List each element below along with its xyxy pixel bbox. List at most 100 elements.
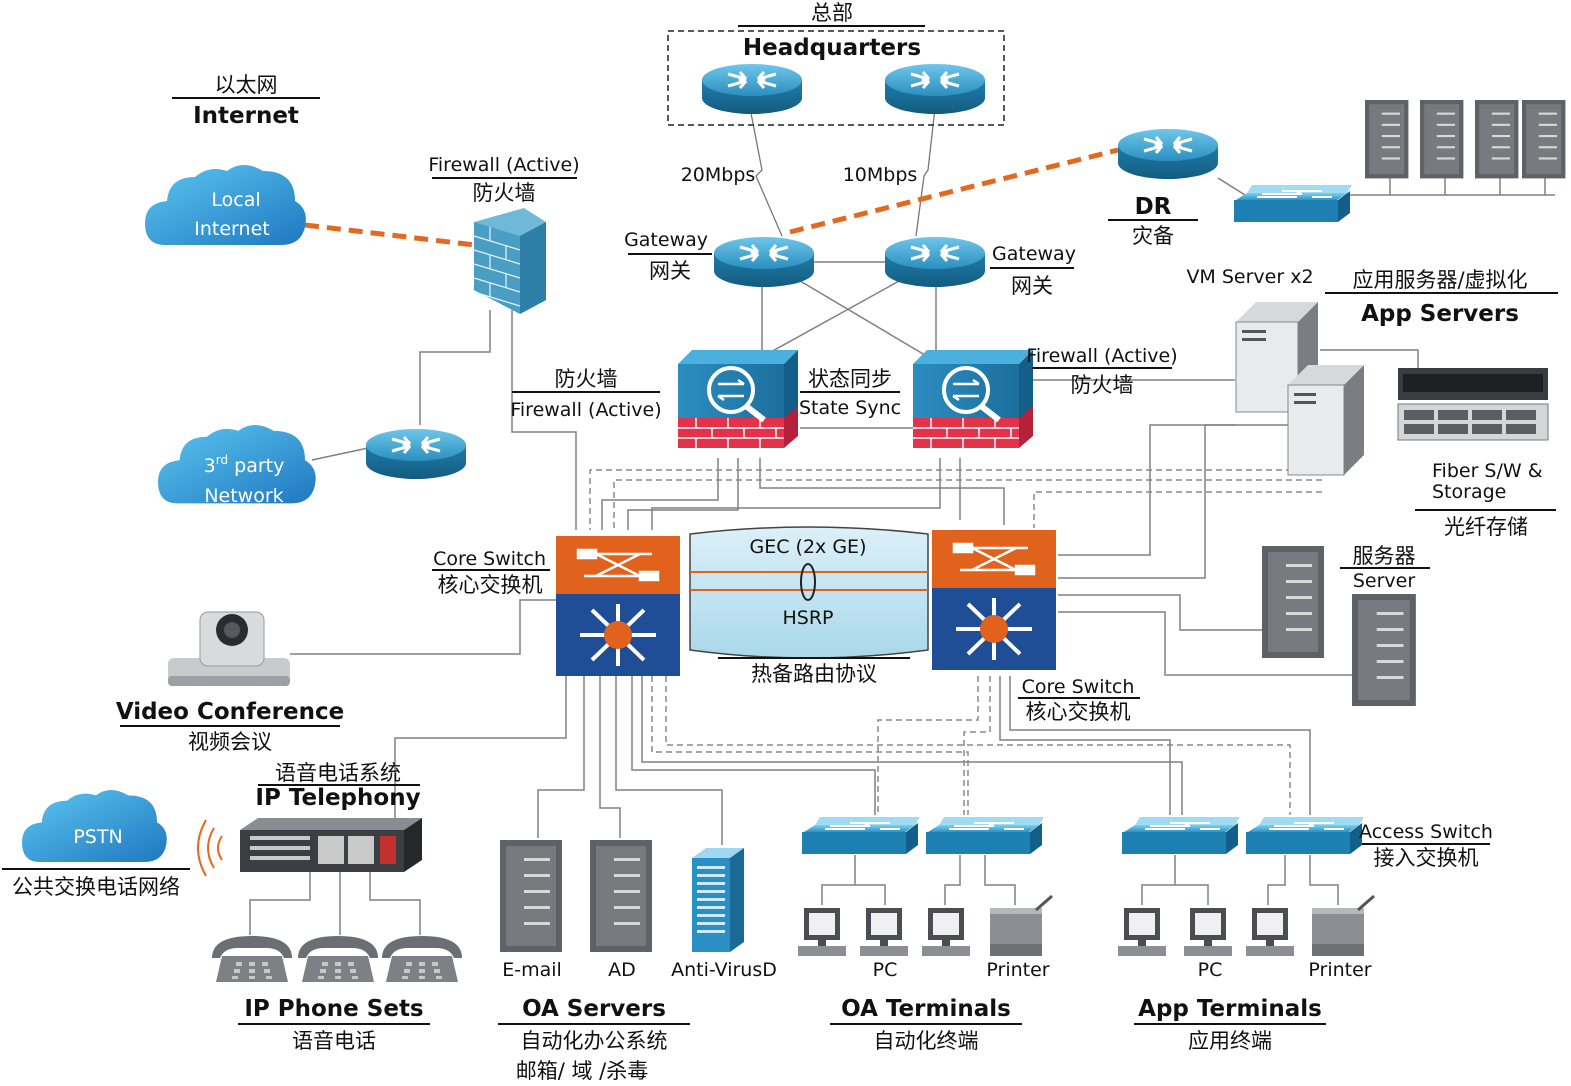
third-party-router-icon[interactable] xyxy=(364,427,468,481)
gateway-left-cn: 网关 xyxy=(649,259,691,283)
oa-terminals-group: PC Printer OA Terminals 自动化终端 xyxy=(798,894,1054,1053)
storage-array-icon[interactable] xyxy=(1397,368,1549,441)
app-servers-en: App Servers xyxy=(1361,301,1519,327)
oa-servers-cn: 自动化办公系统 xyxy=(521,1029,668,1053)
state-sync-cn: 状态同步 xyxy=(808,367,892,391)
server-cn: 服务器 xyxy=(1353,544,1416,568)
local-internet-line2: Internet xyxy=(194,218,269,240)
oa-servers-group: E-mail AD Anti-VirusD OA Servers 自动化办公系统… xyxy=(498,840,777,1083)
state-sync-label: 状态同步 State Sync xyxy=(799,367,901,419)
ip-phone-1-icon[interactable] xyxy=(212,936,292,982)
state-sync-en: State Sync xyxy=(799,397,901,419)
ip-phone-3-icon[interactable] xyxy=(382,936,462,982)
access-switch-app-2-icon[interactable] xyxy=(1245,816,1365,855)
oa-servers-sub: 邮箱/ 域 /杀毒 xyxy=(516,1059,649,1083)
app-printer-icon[interactable] xyxy=(1310,894,1376,958)
core-right-cn: 核心交换机 xyxy=(1026,700,1131,724)
gec-hsrp-link: GEC (2x GE) HSRP 热备路由协议 xyxy=(689,526,929,686)
oa-printer-icon[interactable] xyxy=(988,894,1054,958)
server-en: Server xyxy=(1353,570,1415,592)
gateway-right-en: Gateway xyxy=(992,243,1076,265)
firewall-left-icon[interactable] xyxy=(678,350,798,448)
core-switch-right-icon[interactable] xyxy=(930,528,1058,672)
dr-switch-icon[interactable] xyxy=(1233,184,1353,223)
access-switch-cn: 接入交换机 xyxy=(1374,846,1479,870)
ad-label: AD xyxy=(608,959,636,981)
gec-cn-label: 热备路由协议 xyxy=(751,662,877,686)
email-label: E-mail xyxy=(502,959,562,981)
dr-router-icon[interactable] xyxy=(1116,127,1220,181)
firewall-right-icon[interactable] xyxy=(913,350,1033,448)
gec-bottom-label: HSRP xyxy=(782,607,833,629)
camera-icon[interactable] xyxy=(168,611,290,686)
server-2-icon[interactable] xyxy=(1352,594,1416,706)
core-switch-left-icon[interactable] xyxy=(554,534,682,678)
wan-link-left-label: 20Mbps xyxy=(681,164,756,186)
app-pc-2-icon[interactable] xyxy=(1184,908,1232,956)
brick-wall-icon[interactable] xyxy=(473,208,546,314)
vm-server-note: VM Server x2 xyxy=(1186,266,1313,288)
internet-group: 以太网 Internet xyxy=(172,73,320,129)
ad-server-icon[interactable] xyxy=(590,840,652,952)
app-pc-label: PC xyxy=(1198,959,1223,981)
internet-en-label: Internet xyxy=(193,103,299,129)
gateway-right-router-icon[interactable] xyxy=(883,235,987,289)
antivirus-label: Anti-VirusD xyxy=(671,959,777,981)
dr-group: DR 灾备 xyxy=(1108,100,1566,248)
oa-pc-3-icon[interactable] xyxy=(922,908,970,956)
video-conference-en: Video Conference xyxy=(116,699,344,725)
third-party-line1: 3rd party xyxy=(204,453,285,477)
telephony-cn: 语音电话系统 xyxy=(275,761,401,785)
local-internet-cloud[interactable]: Local Internet xyxy=(145,165,306,245)
gateway-left-router-icon[interactable] xyxy=(712,235,816,289)
vm-server-2-icon[interactable] xyxy=(1287,365,1364,476)
dr-server-1-icon xyxy=(1365,100,1409,179)
dr-server-3-icon xyxy=(1475,100,1519,179)
email-server-icon[interactable] xyxy=(500,840,562,952)
headquarters-cn-label: 总部 xyxy=(811,1,853,25)
gec-top-label: GEC (2x GE) xyxy=(750,536,867,558)
pbx-icon[interactable] xyxy=(240,818,422,872)
app-pc-1-icon[interactable] xyxy=(1118,908,1166,956)
storage-en-line2: Storage xyxy=(1432,481,1506,503)
app-servers-cn: 应用服务器/虚拟化 xyxy=(1352,268,1527,292)
telephony-en: IP Telephony xyxy=(255,785,420,811)
access-switch-app-1-icon[interactable] xyxy=(1121,816,1241,855)
wan-link-right-label: 10Mbps xyxy=(843,164,918,186)
headquarters-group: 总部 Headquarters xyxy=(667,1,1005,126)
app-terminals-cn: 应用终端 xyxy=(1188,1029,1272,1053)
oa-terminals-en: OA Terminals xyxy=(841,996,1011,1022)
oa-pc-2-icon[interactable] xyxy=(860,908,908,956)
oa-terminals-cn: 自动化终端 xyxy=(874,1029,979,1053)
oa-printer-label: Printer xyxy=(986,959,1049,981)
dr-server-2-icon xyxy=(1420,100,1464,179)
oa-pc-1-icon[interactable] xyxy=(798,908,846,956)
firewall-right-cn: 防火墙 xyxy=(1071,373,1134,397)
third-party-line2: Network xyxy=(204,485,283,507)
gateway-right-group: Gateway 网关 xyxy=(883,235,1076,298)
core-switch-right-group: Core Switch 核心交换机 xyxy=(930,528,1140,724)
third-party-sup: rd xyxy=(216,453,228,467)
storage-en-line1: Fiber S/W & xyxy=(1432,460,1543,482)
app-pc-3-icon[interactable] xyxy=(1246,908,1294,956)
antivirus-server-icon[interactable] xyxy=(692,848,744,952)
pstn-cloud[interactable]: PSTN xyxy=(22,790,167,863)
network-links xyxy=(249,107,1555,935)
firewall-left-en: Firewall (Active) xyxy=(510,399,661,421)
internet-firewall-cn: 防火墙 xyxy=(473,181,536,205)
video-conference-cn: 视频会议 xyxy=(188,730,272,754)
internet-firewall-group: Firewall (Active) 防火墙 xyxy=(428,154,580,314)
ip-phone-2-icon[interactable] xyxy=(298,936,378,982)
access-switch-label: Access Switch 接入交换机 xyxy=(1359,821,1493,870)
ip-phone-sets: IP Phone Sets 语音电话 xyxy=(212,936,462,1053)
hq-router-2-icon[interactable] xyxy=(883,62,987,116)
pstn-label: PSTN xyxy=(73,826,122,848)
hq-router-1-icon[interactable] xyxy=(700,62,804,116)
access-switch-oa-2-icon[interactable] xyxy=(925,816,1045,855)
video-conference-group: Video Conference 视频会议 xyxy=(116,611,344,754)
third-party-cloud[interactable]: 3rd party Network xyxy=(158,425,316,507)
core-switch-left-group: Core Switch 核心交换机 xyxy=(432,534,682,678)
gateway-left-en: Gateway xyxy=(624,229,708,251)
access-switch-oa-1-icon[interactable] xyxy=(801,816,921,855)
server-1-icon[interactable] xyxy=(1262,546,1324,658)
